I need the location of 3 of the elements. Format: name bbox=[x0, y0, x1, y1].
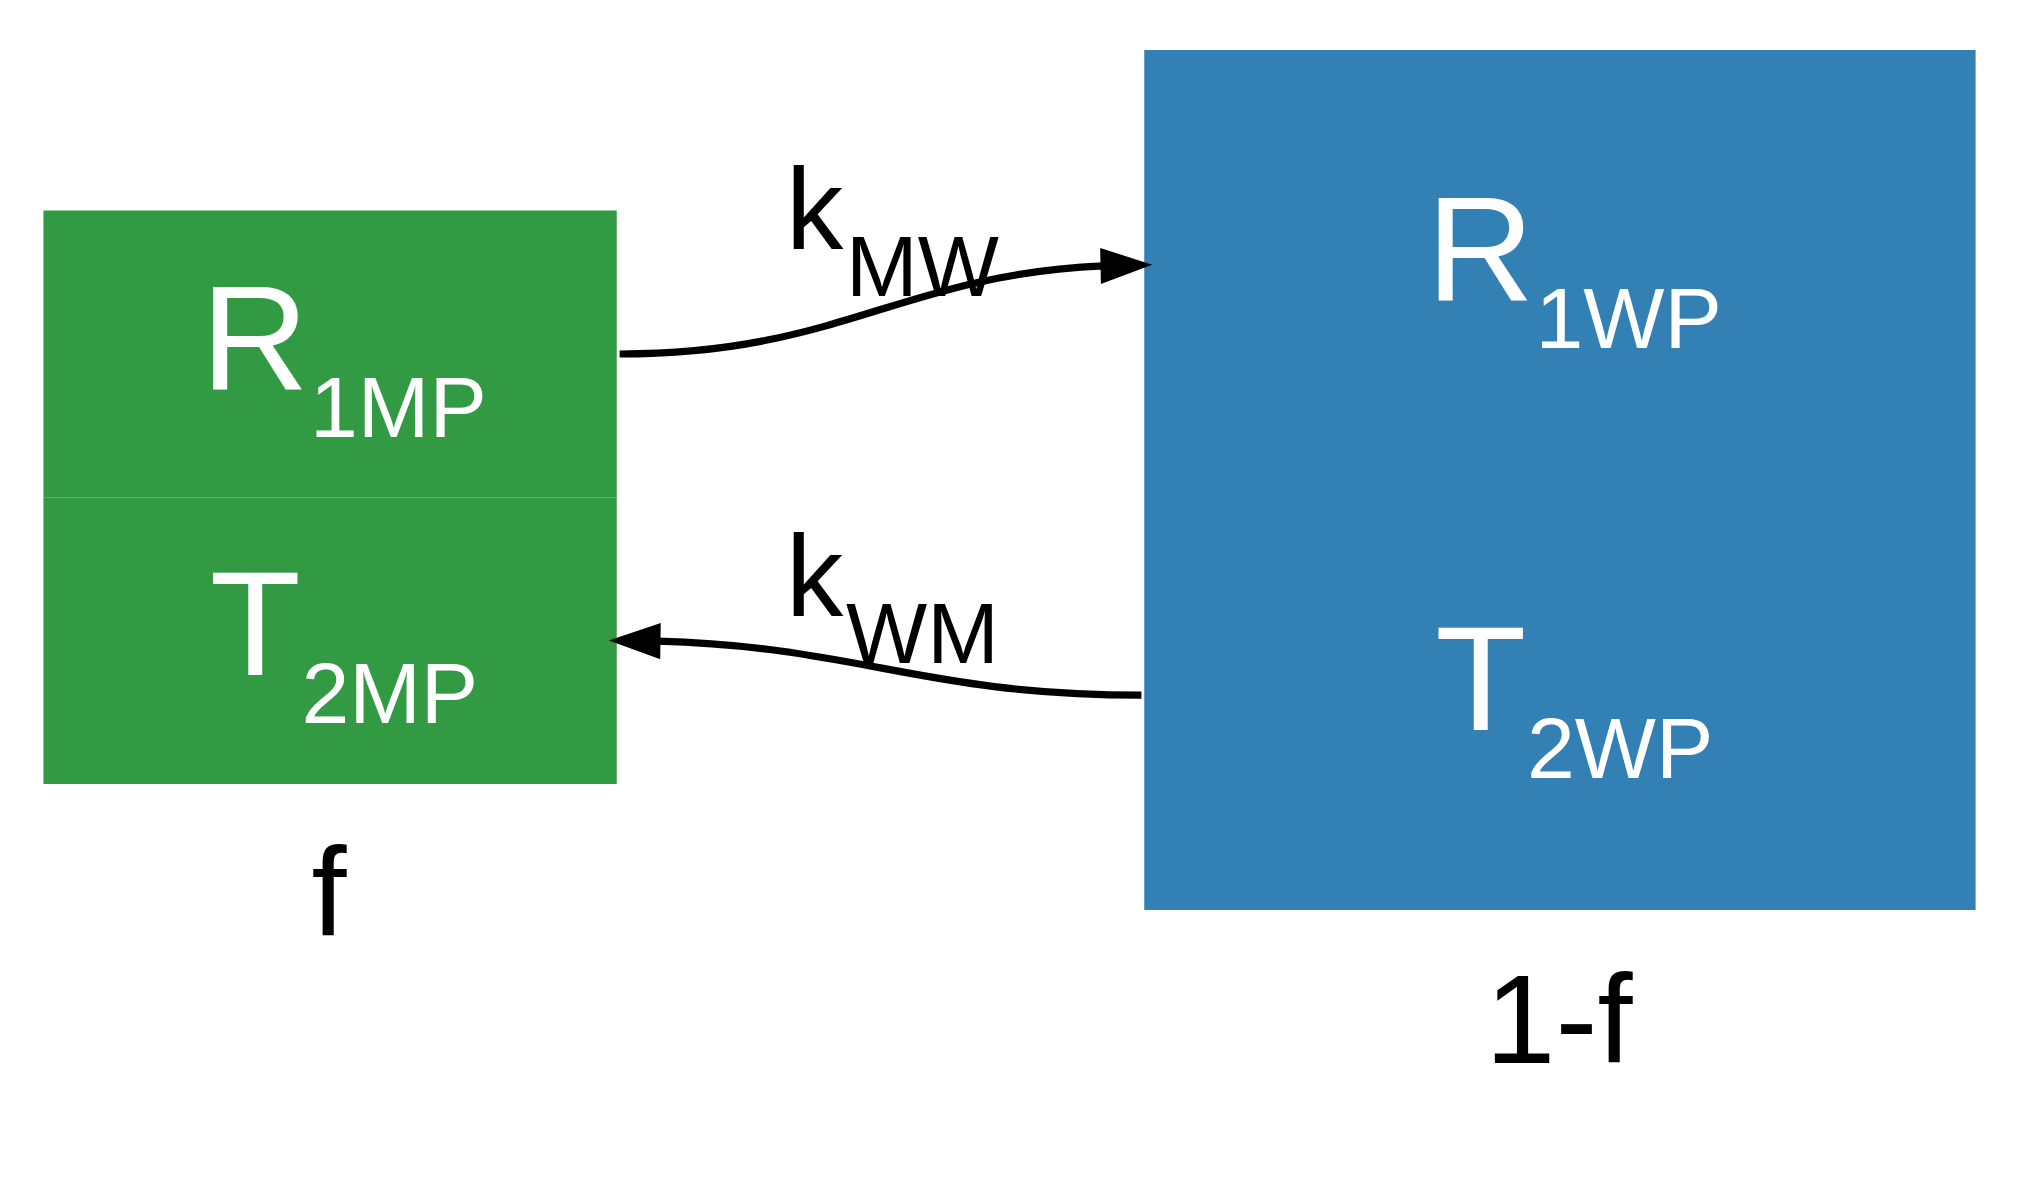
edge-label: k$_{WM}$ bbox=[785, 510, 999, 681]
node-label: f bbox=[310, 822, 346, 964]
node-label: 1-f bbox=[1484, 948, 1633, 1090]
